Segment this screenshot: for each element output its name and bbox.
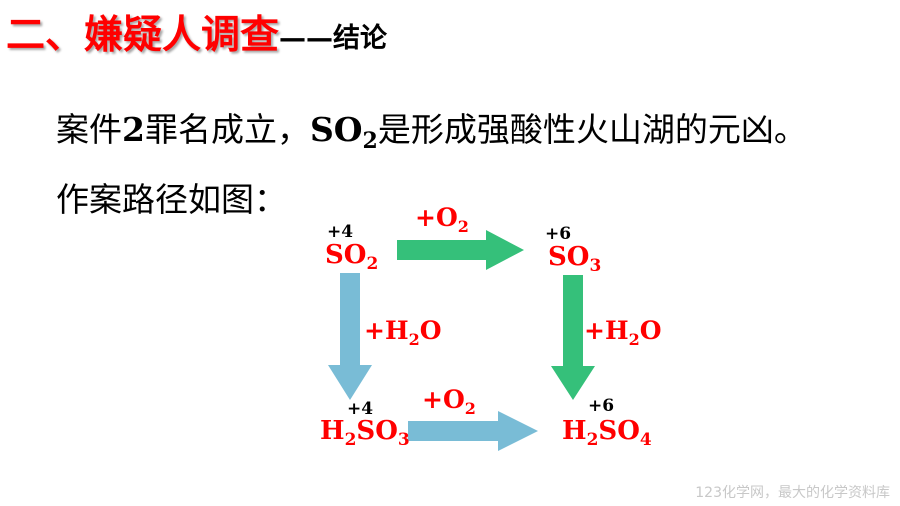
h2so3-sub: 3 bbox=[397, 430, 410, 450]
statement-prefix: 案件 bbox=[56, 110, 122, 149]
h2so4-sub: 4 bbox=[639, 430, 652, 450]
arrow-so2-to-h2so3 bbox=[328, 273, 372, 400]
h2so3-base: SO bbox=[356, 416, 398, 446]
h2so3-h-sub: 2 bbox=[344, 430, 357, 450]
statement-middle: 罪名成立， bbox=[144, 110, 310, 149]
h2so4-h: H bbox=[562, 416, 587, 446]
h2so3-oxidation-state: +4 bbox=[347, 399, 374, 419]
arrow-so3-to-h2so4 bbox=[551, 275, 595, 400]
reagent-o2-bottom-sub: 2 bbox=[464, 399, 476, 418]
arrow-h2so3-to-h2so4 bbox=[408, 411, 538, 451]
h2so4-oxidation-state: +6 bbox=[588, 396, 615, 416]
slide-title: 二、嫌疑人调查 —— 结论 bbox=[6, 8, 387, 64]
h2so4-formula: H2SO4 bbox=[562, 416, 652, 455]
so2-subscript: 2 bbox=[362, 128, 378, 154]
title-dash: —— bbox=[279, 23, 334, 54]
so3-formula-base: SO bbox=[548, 242, 590, 272]
so2-formula-inline: SO2 bbox=[309, 110, 378, 154]
so2-formula-sub: 2 bbox=[366, 254, 379, 274]
h2so3-formula: H2SO3 bbox=[320, 416, 410, 455]
reagent-o2-top-pre: +O bbox=[415, 203, 458, 232]
h2so4-h-sub: 2 bbox=[586, 430, 599, 450]
arrow-so2-to-so3 bbox=[397, 230, 524, 270]
reagent-o2-bottom: +O2 bbox=[422, 385, 476, 424]
h2so4-base: SO bbox=[598, 416, 640, 446]
reagent-h2o-left: +H2O bbox=[364, 316, 442, 355]
case-number: 2 bbox=[122, 110, 145, 149]
reagent-h2o-left-sub: 2 bbox=[408, 330, 420, 349]
reagent-o2-bottom-pre: +O bbox=[422, 385, 465, 414]
reagent-o2-top-sub: 2 bbox=[457, 217, 469, 236]
reagent-h2o-right-sub: 2 bbox=[628, 330, 640, 349]
so3-formula-sub: 3 bbox=[589, 256, 602, 276]
so2-formula: SO2 bbox=[325, 240, 378, 279]
so2-oxidation-state: +4 bbox=[327, 222, 354, 242]
reagent-h2o-left-post: O bbox=[419, 316, 442, 345]
reagent-h2o-right-pre: +H bbox=[584, 316, 629, 345]
reagent-o2-top: +O2 bbox=[415, 203, 469, 242]
statement-suffix: 是形成强酸性火山湖的元凶。 bbox=[377, 110, 807, 149]
so3-oxidation-state: +6 bbox=[545, 224, 572, 244]
title-main: 二、嫌疑人调查 bbox=[6, 13, 280, 58]
so2-formula-base: SO bbox=[325, 240, 367, 270]
reagent-h2o-right-post: O bbox=[639, 316, 662, 345]
h2so3-h: H bbox=[320, 416, 345, 446]
so2-base: SO bbox=[309, 110, 363, 149]
path-label: 作案路径如图： bbox=[56, 180, 287, 219]
so3-formula: SO3 bbox=[548, 242, 601, 281]
conclusion-statement: 案件2罪名成立，SO2是形成强酸性火山湖的元凶。 bbox=[56, 108, 807, 163]
watermark: 123化学网，最大的化学资料库 bbox=[695, 485, 890, 501]
title-sub: 结论 bbox=[333, 23, 388, 54]
reagent-h2o-left-pre: +H bbox=[364, 316, 409, 345]
reagent-h2o-right: +H2O bbox=[584, 316, 662, 355]
